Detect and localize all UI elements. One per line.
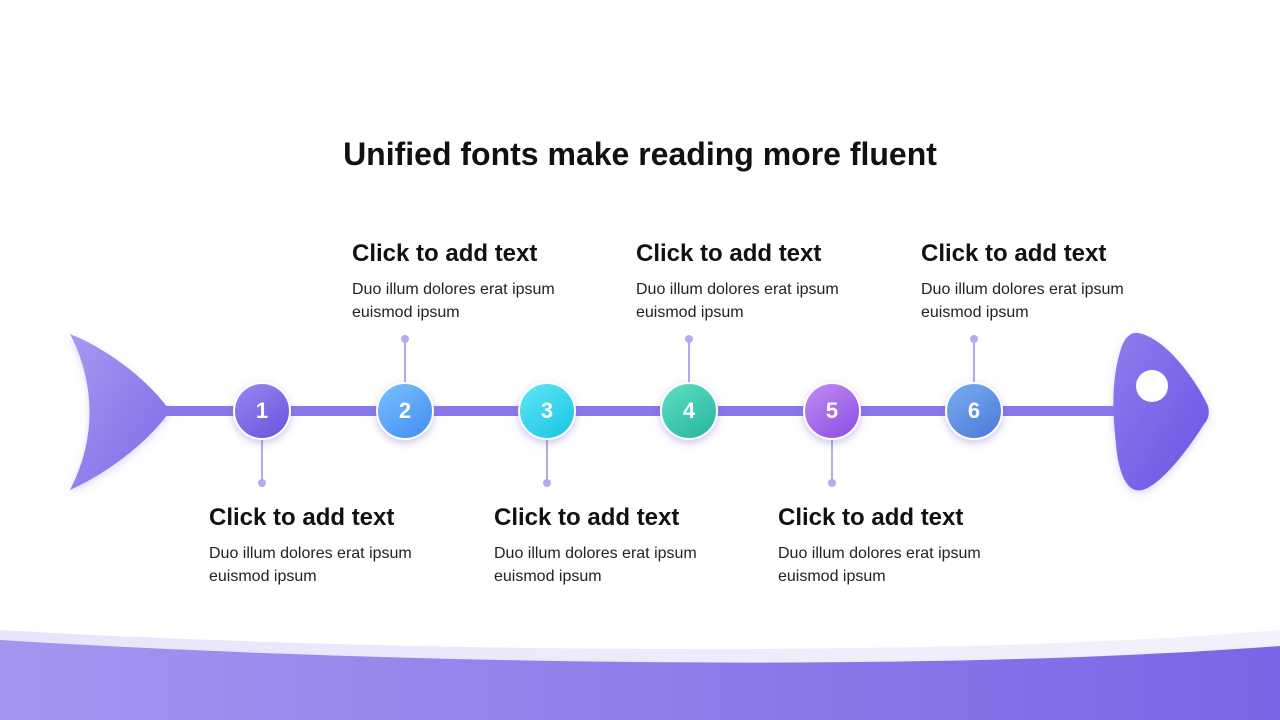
step-node-1[interactable]: 1 xyxy=(233,382,291,440)
fish-tail xyxy=(70,334,170,490)
step-description[interactable]: Duo illum dolores erat ipsum euismod ips… xyxy=(352,281,555,321)
step-description[interactable]: Duo illum dolores erat ipsum euismod ips… xyxy=(494,545,697,585)
step-title[interactable]: Click to add text xyxy=(778,504,964,531)
step-title[interactable]: Click to add text xyxy=(636,240,822,267)
connector-5 xyxy=(828,440,836,487)
step-title[interactable]: Click to add text xyxy=(494,504,680,531)
step-label-3[interactable]: Click to add text Duo illum dolores erat… xyxy=(494,504,734,588)
step-description[interactable]: Duo illum dolores erat ipsum euismod ips… xyxy=(778,545,981,585)
step-node-2[interactable]: 2 xyxy=(376,382,434,440)
connector-4 xyxy=(685,335,693,382)
fish-eye xyxy=(1136,370,1168,402)
step-description[interactable]: Duo illum dolores erat ipsum euismod ips… xyxy=(636,281,839,321)
step-node-4[interactable]: 4 xyxy=(660,382,718,440)
slide-title: Unified fonts make reading more fluent xyxy=(343,136,937,172)
step-label-4[interactable]: Click to add text Duo illum dolores erat… xyxy=(636,240,876,324)
connector-6 xyxy=(970,335,978,382)
fish-spine xyxy=(150,406,1130,416)
connector-2 xyxy=(401,335,409,382)
step-label-5[interactable]: Click to add text Duo illum dolores erat… xyxy=(778,504,1018,588)
step-title[interactable]: Click to add text xyxy=(352,240,538,267)
step-label-6[interactable]: Click to add text Duo illum dolores erat… xyxy=(921,240,1161,324)
step-title[interactable]: Click to add text xyxy=(209,504,395,531)
step-node-3[interactable]: 3 xyxy=(518,382,576,440)
connector-3 xyxy=(543,440,551,487)
bottom-wave xyxy=(0,640,1280,720)
step-label-2[interactable]: Click to add text Duo illum dolores erat… xyxy=(352,240,592,324)
step-description[interactable]: Duo illum dolores erat ipsum euismod ips… xyxy=(209,545,412,585)
step-node-6[interactable]: 6 xyxy=(945,382,1003,440)
step-title[interactable]: Click to add text xyxy=(921,240,1107,267)
connector-1 xyxy=(258,440,266,487)
step-node-5[interactable]: 5 xyxy=(803,382,861,440)
fish-head xyxy=(1113,332,1209,491)
step-label-1[interactable]: Click to add text Duo illum dolores erat… xyxy=(209,504,449,588)
step-description[interactable]: Duo illum dolores erat ipsum euismod ips… xyxy=(921,281,1124,321)
